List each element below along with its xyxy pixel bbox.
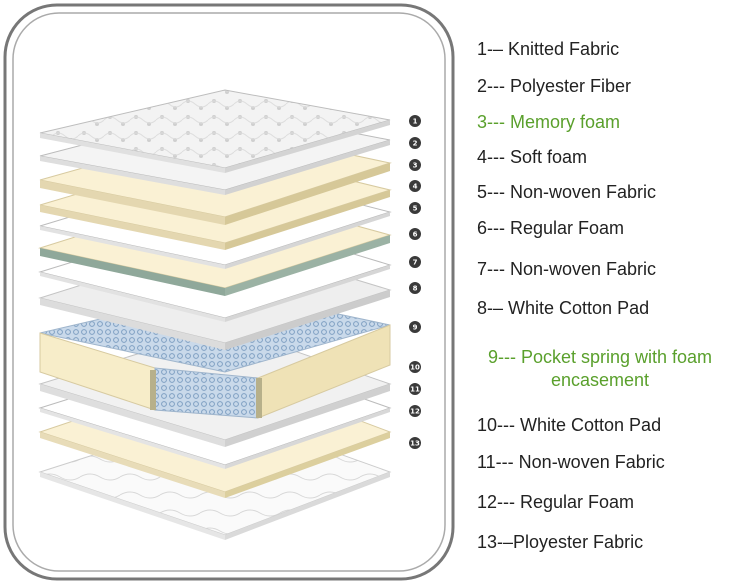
legend-item-12: 12--- Regular Foam [477,492,635,512]
legend-item-6: 6--- Regular Foam [477,218,625,238]
legend-item-4: 4--- Soft foam [477,147,588,167]
layer-badge-label-9: 9 [413,324,418,332]
layer-badge-label-1: 1 [413,118,418,126]
layer-badge-label-10: 10 [410,364,420,372]
layer-1-knitted-fabric [39,89,391,173]
layer-badge-label-12: 12 [410,408,420,416]
layer-badge-8 [409,282,421,294]
layer-badge-2 [409,137,421,149]
outer-frame [3,3,455,581]
layer-badge-3 [409,159,421,171]
layer-badge-6 [409,228,421,240]
layer-badge-label-11: 11 [410,386,420,394]
layer-badge-label-7: 7 [413,259,418,267]
legend-item-1: 1-– Knitted Fabric [477,39,620,59]
legend-item-8: 8-– White Cotton Pad [477,298,650,318]
layer-badge-10 [409,361,421,373]
legend-item-3: 3--- Memory foam [477,112,621,132]
layer-badge-label-4: 4 [413,183,418,191]
legend-item-13: 13-–Ployester Fabric [477,532,644,552]
legend-item-5: 5--- Non-woven Fabric [477,182,657,202]
layer-badge-1 [409,115,421,127]
legend-item-9: 9--- Pocket spring with foam encasement [487,347,713,390]
inner-frame [12,12,446,572]
layer-badge-11 [409,383,421,395]
layer-badge-label-2: 2 [413,140,418,148]
legend-item-10: 10--- White Cotton Pad [477,415,662,435]
layer-badge-13 [409,437,421,449]
layer-badge-9 [409,321,421,333]
layer-badge-label-3: 3 [413,162,418,170]
layer-badge-4 [409,180,421,192]
layer-badge-label-13: 13 [410,440,420,448]
legend-item-7: 7--- Non-woven Fabric [477,259,657,279]
layer-badge-5 [409,202,421,214]
layer-badge-label-8: 8 [413,285,418,293]
layer-badge-12 [409,405,421,417]
layer-badge-label-6: 6 [413,231,418,239]
legend-item-11: 11--- Non-woven Fabric [477,452,665,472]
layer-badge-7 [409,256,421,268]
legend-item-2: 2--- Polyester Fiber [477,76,632,96]
layer-badge-label-5: 5 [413,205,418,213]
